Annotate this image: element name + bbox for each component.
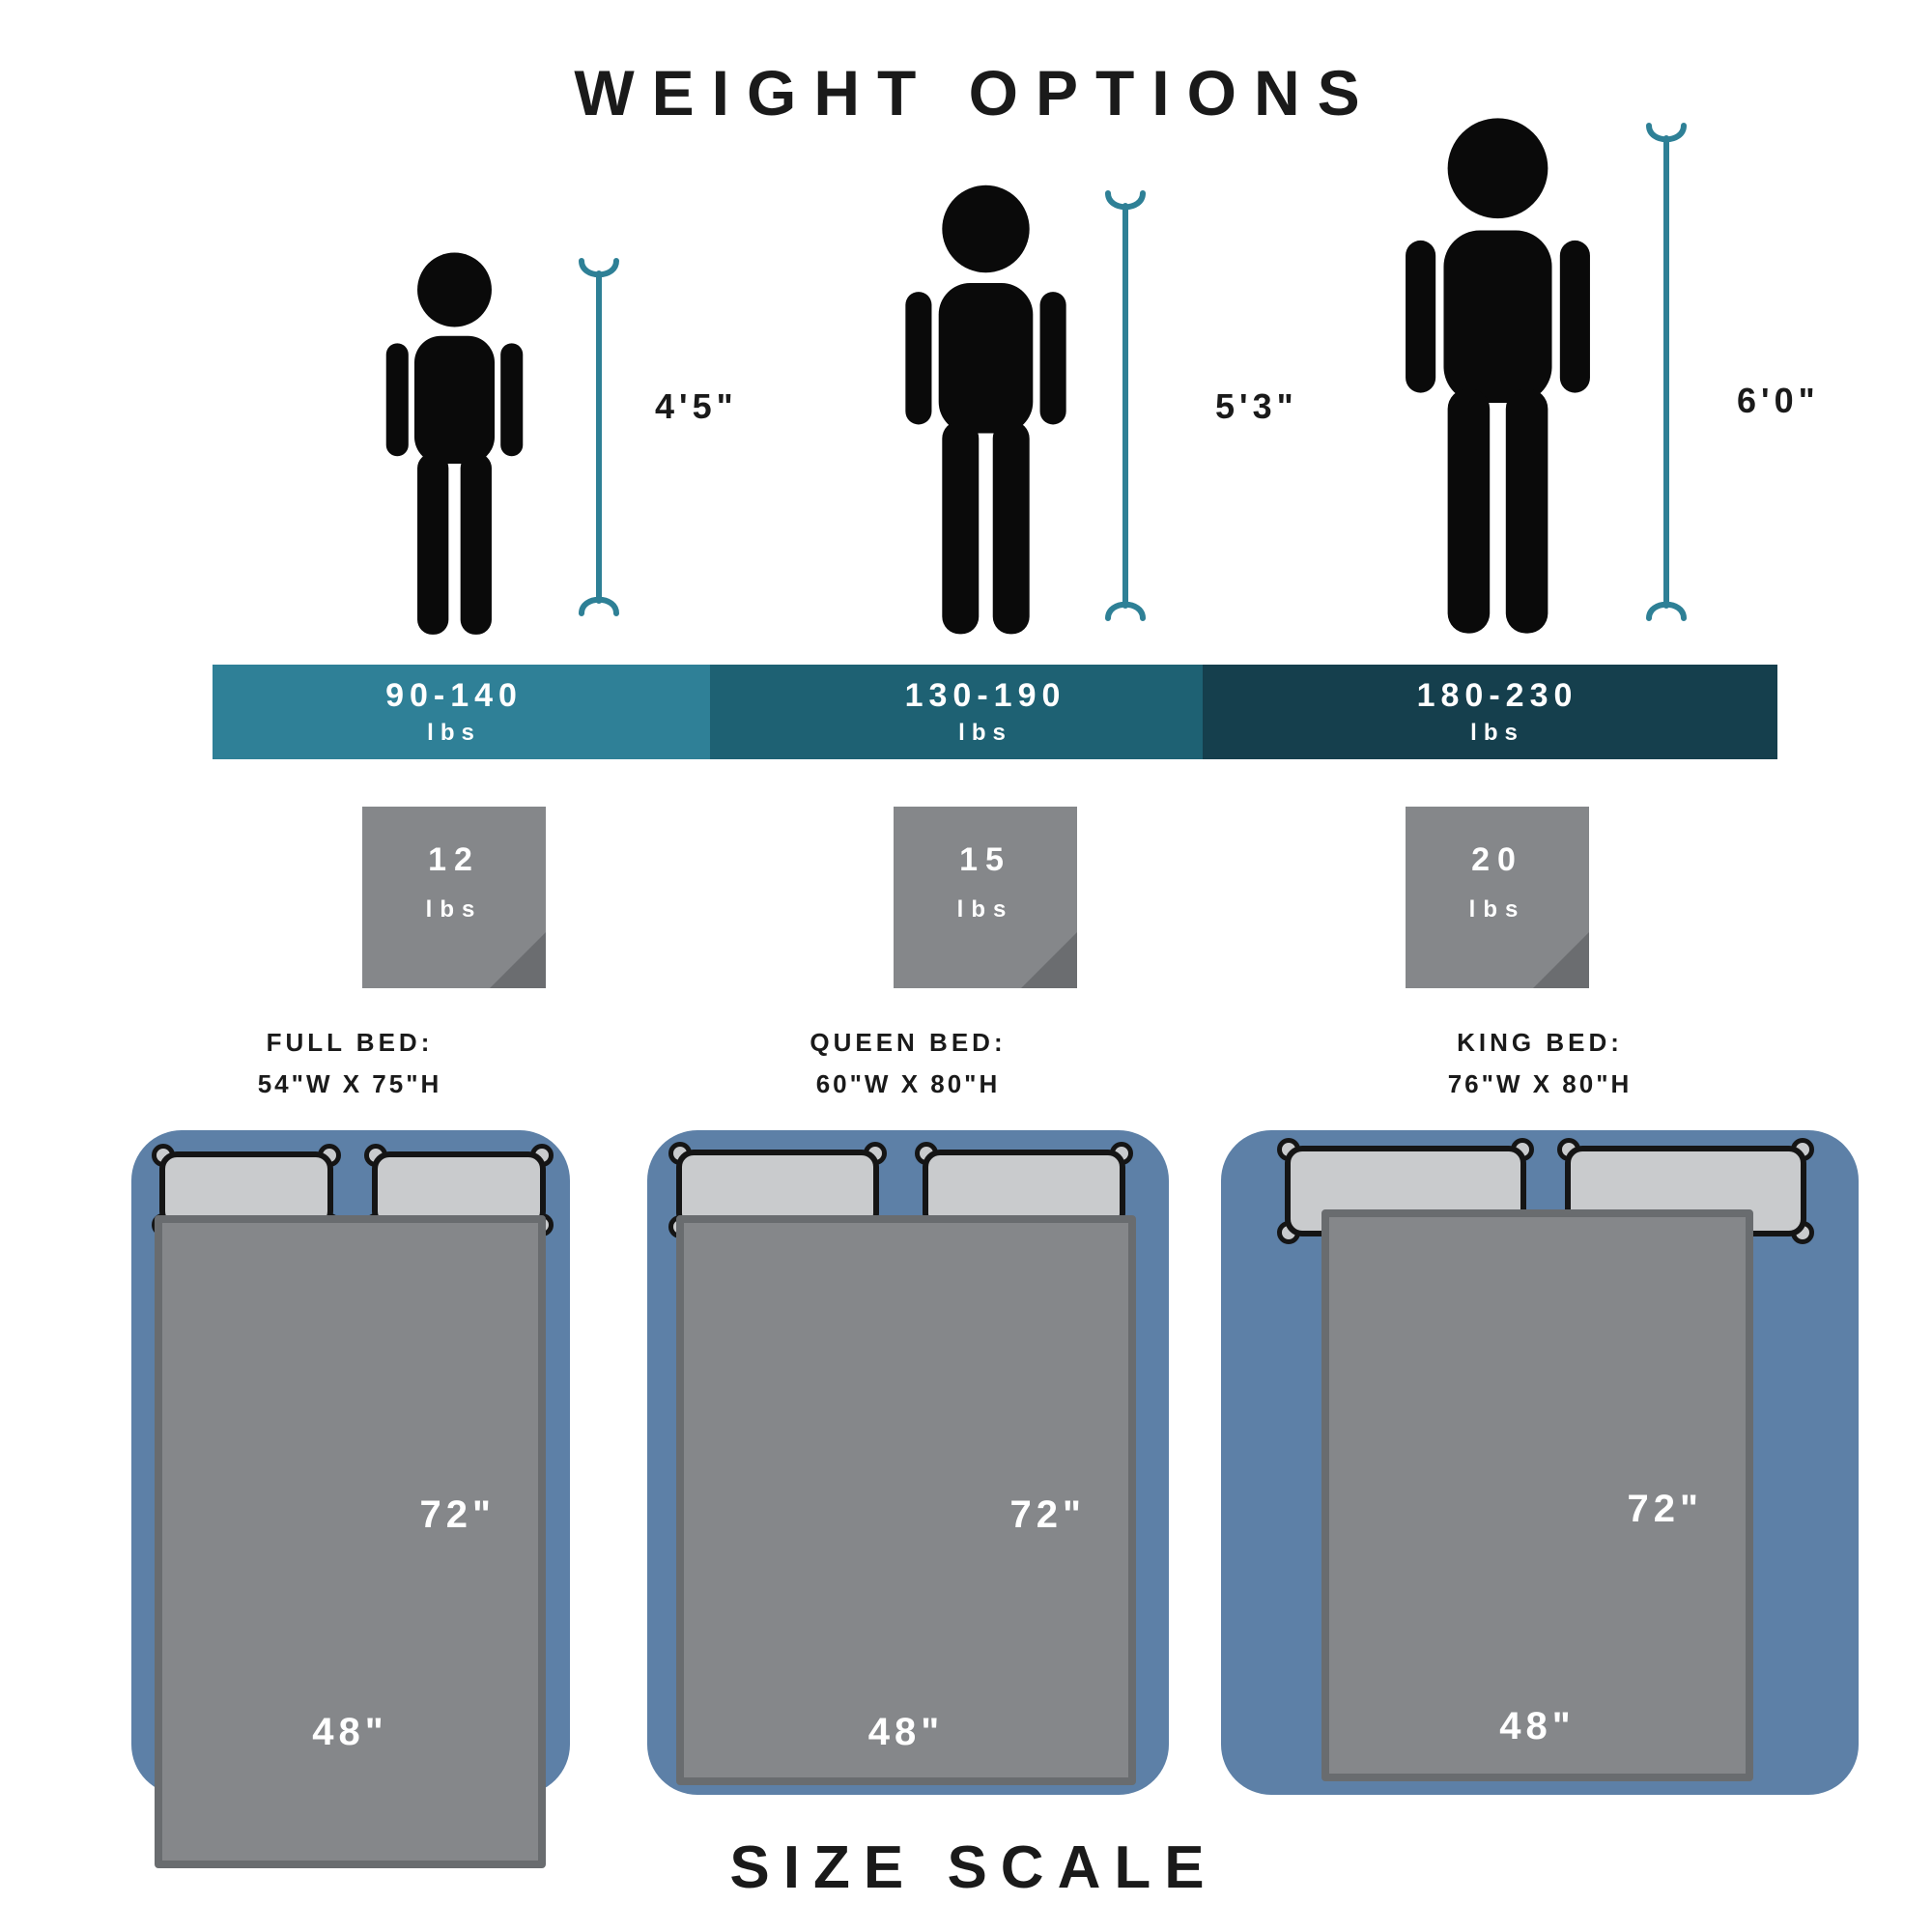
- person-icon: [905, 185, 1066, 635]
- bed-size-label-queen: QUEEN BED: 60"W X 80"H: [810, 1028, 1006, 1099]
- bed-dimensions: 76"W X 80"H: [1447, 1069, 1633, 1098]
- bed-top-view-queen: 72" 48": [647, 1130, 1169, 1795]
- person-large-icon: [1378, 116, 1618, 638]
- weight-range-label: 180-230 lbs: [1416, 677, 1578, 747]
- height-measure-icon: [574, 256, 624, 618]
- blanket-weight-unit: lbs: [956, 896, 1014, 923]
- blanket-length-label: 72": [419, 1493, 496, 1536]
- blanket-length-label: 72": [1009, 1493, 1086, 1536]
- weight-range-segment-light: [213, 665, 710, 759]
- blanket-weight-icon: 20 lbs: [1406, 807, 1589, 988]
- blanket-weight-icon: 12 lbs: [362, 807, 546, 988]
- weight-range-label: 130-190 lbs: [904, 677, 1066, 747]
- blanket-overlay: 72" 48": [155, 1215, 546, 1868]
- person-small-icon: [365, 251, 544, 638]
- fold-corner-icon: [1021, 932, 1077, 988]
- bed-size-label-king: KING BED: 76"W X 80"H: [1448, 1028, 1633, 1099]
- bed-top-view-king: 72" 48": [1221, 1130, 1859, 1795]
- height-label: 5'3": [1215, 386, 1298, 426]
- weight-range-value: 90-140: [385, 677, 523, 714]
- footer-title: SIZE SCALE: [729, 1834, 1218, 1901]
- weight-range-value: 130-190: [904, 677, 1066, 714]
- bed-top-view-full: 72" 48": [131, 1130, 570, 1868]
- blanket-weight-value: 12: [428, 841, 480, 878]
- weight-range-segment-mid: [710, 665, 1203, 759]
- blanket-weight-value: 20: [1471, 841, 1523, 878]
- bed-name: KING BED:: [1457, 1028, 1623, 1057]
- person-medium-icon: [881, 184, 1091, 638]
- weight-range-bar: 90-140 lbs 130-190 lbs 180-230 lbs: [213, 665, 1777, 759]
- height-measure-icon: [1641, 121, 1691, 623]
- bed-dimensions: 54"W X 75"H: [257, 1069, 442, 1098]
- bed-name: FULL BED:: [266, 1028, 434, 1057]
- bed-name: QUEEN BED:: [810, 1028, 1007, 1057]
- blanket-length-label: 72": [1627, 1488, 1703, 1530]
- blanket-overlay: 72" 48": [676, 1215, 1136, 1785]
- weight-range-unit: lbs: [427, 720, 481, 747]
- blanket-weight-unit: lbs: [1468, 896, 1526, 923]
- weight-range-unit: lbs: [958, 720, 1012, 747]
- height-measure-icon: [1100, 188, 1151, 623]
- fold-corner-icon: [490, 932, 546, 988]
- bed-size-label-full: FULL BED: 54"W X 75"H: [258, 1028, 442, 1099]
- blanket-width-label: 48": [312, 1711, 388, 1753]
- weight-range-unit: lbs: [1470, 720, 1524, 747]
- weight-range-segment-dark: [1203, 665, 1777, 759]
- blanket-weight-unit: lbs: [425, 896, 483, 923]
- blanket-width-label: 48": [867, 1711, 945, 1753]
- bed-dimensions: 60"W X 80"H: [815, 1069, 1001, 1098]
- weight-range-value: 180-230: [1416, 677, 1578, 714]
- person-icon: [1406, 118, 1590, 634]
- person-icon: [385, 252, 524, 635]
- height-label: 4'5": [655, 386, 738, 426]
- fold-corner-icon: [1533, 932, 1589, 988]
- main-title: WEIGHT OPTIONS: [574, 57, 1378, 128]
- blanket-weight-value: 15: [959, 841, 1011, 878]
- weight-range-label: 90-140 lbs: [385, 677, 523, 747]
- height-label: 6'0": [1737, 381, 1820, 420]
- blanket-overlay: 72" 48": [1321, 1209, 1753, 1781]
- blanket-weight-icon: 15 lbs: [894, 807, 1077, 988]
- blanket-width-label: 48": [1499, 1705, 1576, 1747]
